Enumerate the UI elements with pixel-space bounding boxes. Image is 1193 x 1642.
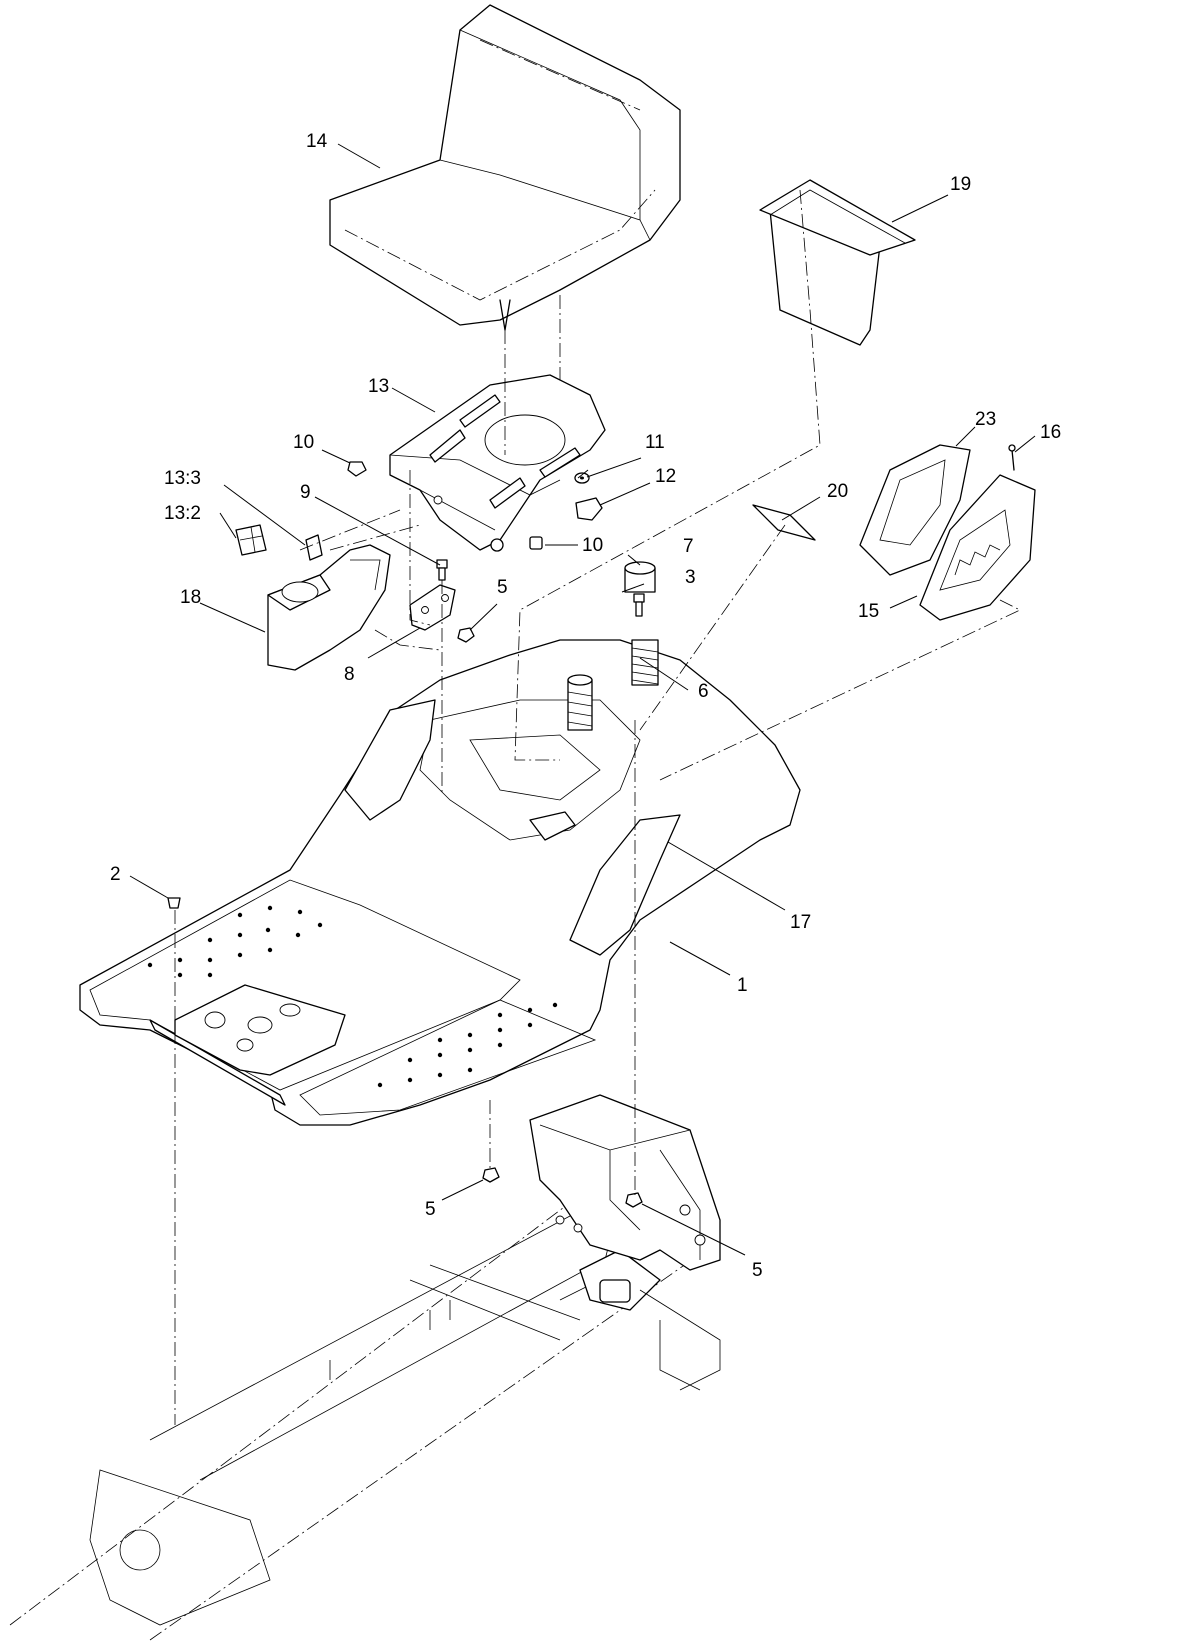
washer-11 — [574, 472, 590, 484]
mounting-bracket — [529, 1094, 721, 1271]
seat-bracket — [389, 374, 606, 552]
callout-18: 18 — [180, 587, 201, 608]
callout-10-right: 10 — [582, 535, 603, 556]
callout-1: 1 — [737, 975, 748, 996]
nut-5-upper — [457, 627, 475, 643]
callout-7: 7 — [683, 536, 694, 557]
cup-holder — [267, 544, 391, 671]
chassis-frame — [9, 1159, 721, 1641]
callout-19: 19 — [950, 174, 971, 195]
callout-20: 20 — [827, 481, 848, 502]
bolt-10-right — [529, 536, 543, 550]
storage-tray — [759, 179, 916, 346]
bolt-10-left — [347, 461, 367, 477]
callout-5-upper: 5 — [497, 577, 508, 598]
assembly-lines — [174, 295, 1021, 1425]
leader-lines — [129, 143, 1036, 1256]
callout-13: 13 — [368, 376, 389, 397]
seat — [329, 4, 681, 331]
panel-23 — [859, 444, 971, 576]
bracket-8 — [409, 584, 456, 631]
spring-left — [567, 674, 593, 731]
nut-5-lower-right — [625, 1192, 643, 1208]
bolt-9 — [436, 559, 448, 581]
callout-13-2: 13:2 — [164, 503, 201, 524]
callout-3: 3 — [685, 567, 696, 588]
callout-6: 6 — [698, 681, 709, 702]
callout-12: 12 — [655, 466, 676, 487]
callout-10-left: 10 — [293, 432, 314, 453]
knob-12 — [575, 497, 603, 521]
callout-8: 8 — [344, 664, 355, 685]
bumper — [624, 561, 656, 593]
callout-5-lower-left: 5 — [425, 1199, 436, 1220]
panel-20 — [752, 504, 816, 541]
callout-5-lower-right: 5 — [752, 1260, 763, 1281]
panel-15 — [919, 474, 1036, 621]
bolt-3 — [633, 593, 645, 617]
decal-13-3 — [305, 534, 323, 561]
callout-17: 17 — [790, 912, 811, 933]
callout-labels: 14 19 13 10 11 12 10 9 13:3 13:2 18 8 5 … — [110, 131, 1061, 1281]
callout-23: 23 — [975, 409, 996, 430]
callout-16: 16 — [1040, 422, 1061, 443]
nut-5-lower-left — [482, 1167, 500, 1183]
callout-14: 14 — [306, 131, 328, 152]
fender-seat-pan — [79, 639, 801, 1126]
callout-11: 11 — [645, 432, 665, 453]
pin-16 — [1008, 444, 1016, 471]
callout-2: 2 — [110, 864, 121, 885]
bolt-2 — [167, 897, 181, 909]
callout-13-3: 13:3 — [164, 468, 201, 489]
floor-holes — [147, 905, 558, 1088]
callout-9: 9 — [300, 482, 311, 503]
spring-right — [631, 639, 659, 686]
callout-15: 15 — [858, 601, 879, 622]
decal-13-2 — [235, 524, 267, 556]
